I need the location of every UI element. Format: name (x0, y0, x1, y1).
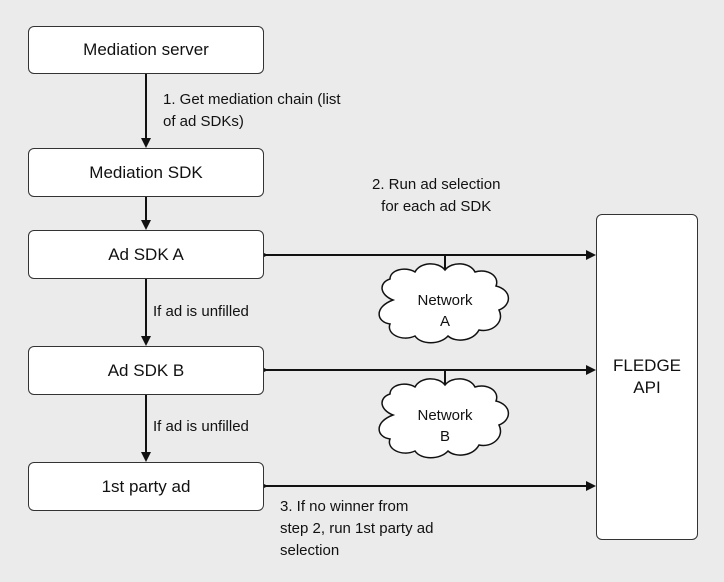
ad-sdk-b-node: Ad SDK B (28, 346, 264, 395)
network-b-cloud (378, 378, 510, 459)
mediation-sdk-node: Mediation SDK (28, 148, 264, 197)
fledge-api-node: FLEDGE API (596, 214, 698, 540)
mediation-server-node: Mediation server (28, 26, 264, 74)
step3-label: 3. If no winner from step 2, run 1st par… (280, 498, 434, 559)
step2-label: 2. Run ad selection for each ad SDK (372, 176, 501, 215)
network-a-label: Network A (417, 292, 473, 330)
network-a-cloud (378, 263, 510, 344)
network-b-label: Network B (417, 407, 473, 445)
step1-label: 1. Get mediation chain (list of ad SDKs) (163, 91, 341, 130)
ad-sdk-a-node: Ad SDK A (28, 230, 264, 279)
unfilled-a-label: If ad is unfilled (153, 303, 249, 320)
first-party-ad-node: 1st party ad (28, 462, 264, 511)
unfilled-b-label: If ad is unfilled (153, 418, 249, 435)
